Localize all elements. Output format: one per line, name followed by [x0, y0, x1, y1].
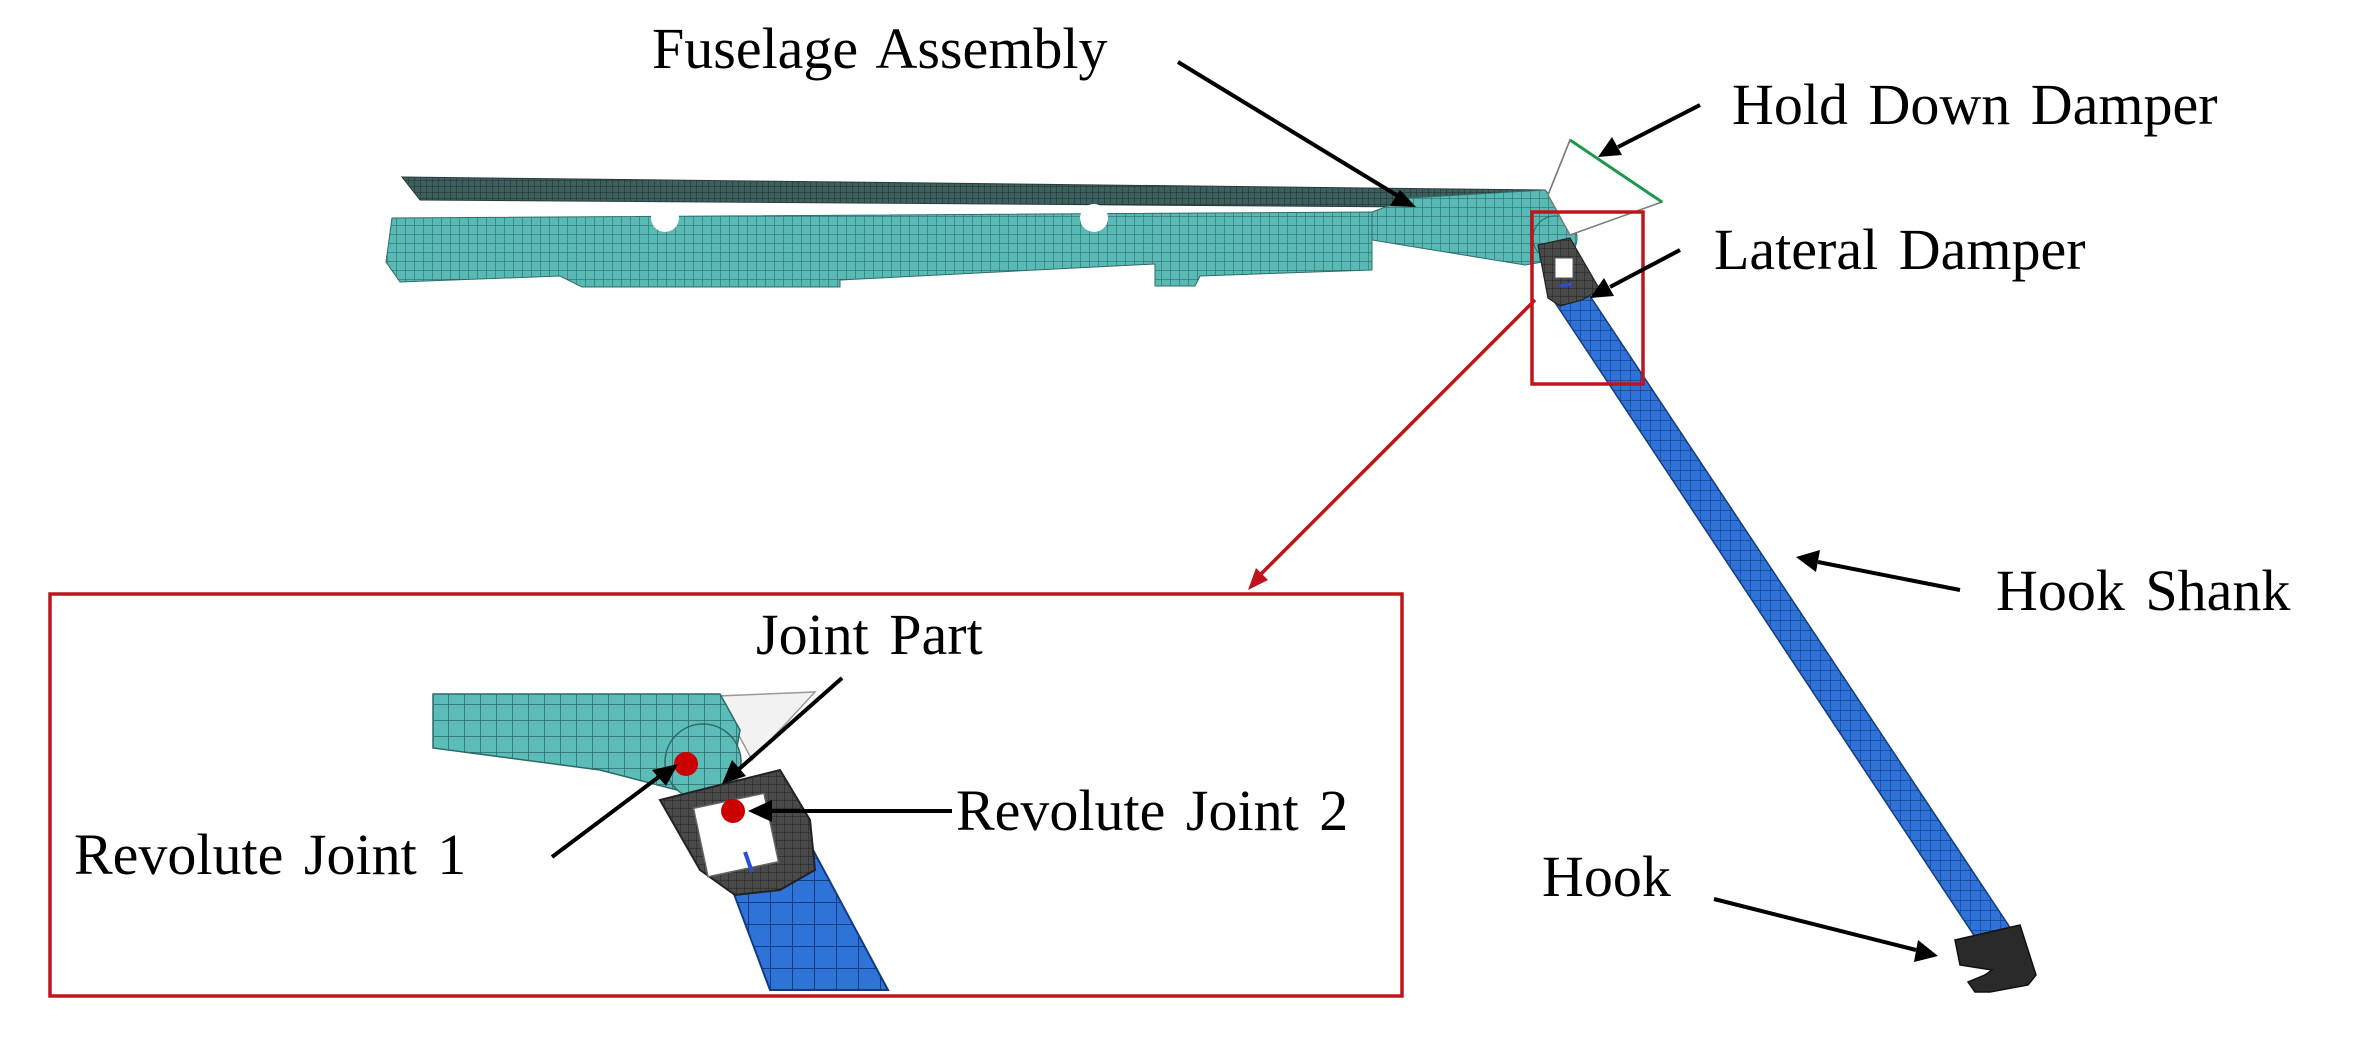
revolute-joint-2-marker	[721, 799, 745, 823]
label-fuselage-assembly: Fuselage Assembly	[652, 16, 1108, 81]
zoom-source-box	[1530, 210, 1645, 386]
annotation-arrows	[550, 60, 1961, 962]
label-revolute-joint-2: Revolute Joint 2	[956, 778, 1349, 843]
label-revolute-joint-1: Revolute Joint 1	[74, 822, 467, 887]
label-hold-down-damper: Hold Down Damper	[1732, 72, 2218, 137]
label-hook: Hook	[1542, 844, 1671, 909]
label-lateral-damper: Lateral Damper	[1714, 217, 2086, 282]
label-joint-part: Joint Part	[756, 602, 983, 667]
hook	[1954, 924, 2037, 993]
revolute-joint-1-marker	[674, 752, 698, 776]
fuselage-assembly-mesh	[385, 176, 1578, 288]
label-hook-shank: Hook Shank	[1996, 558, 2291, 623]
